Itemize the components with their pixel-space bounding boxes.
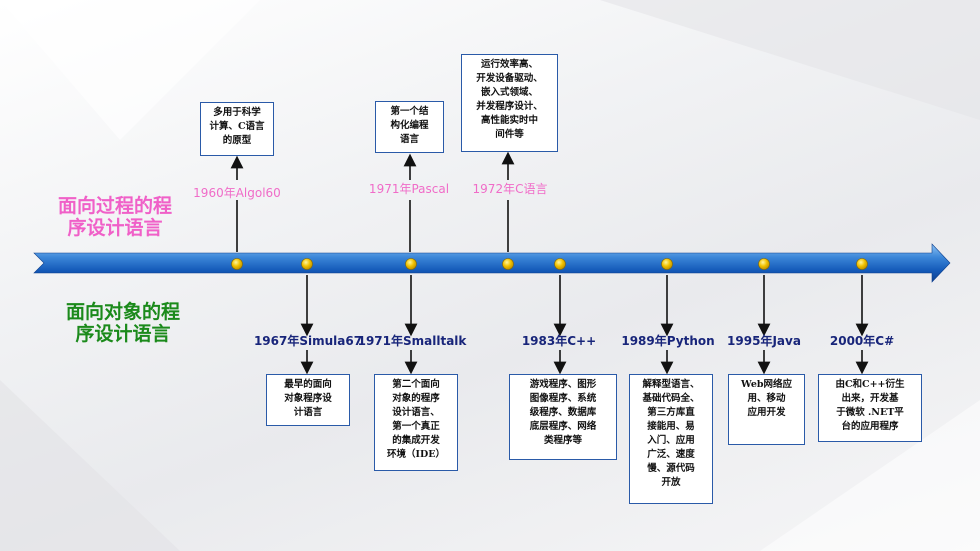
- timeline-dot: [502, 258, 514, 270]
- event-label-smalltalk: 1971年Smalltalk: [357, 334, 467, 348]
- object-oriented-category-label: 面向对象的程序设计语言: [65, 301, 180, 345]
- procedural-category-label: 面向过程的程序设计语言: [57, 195, 172, 239]
- event-label-python: 1989年Python: [621, 334, 715, 348]
- event-label-csharp: 2000年C#: [829, 334, 895, 348]
- event-label-cpp: 1983年C++: [521, 334, 597, 348]
- timeline-axis: [33, 243, 951, 283]
- timeline-dot: [405, 258, 417, 270]
- timeline-dot: [661, 258, 673, 270]
- event-label-simula67: 1967年Simula67: [253, 334, 363, 348]
- event-label-c: 1972年C语言: [472, 182, 548, 196]
- event-desc-c: 运行效率高、 开发设备驱动、 嵌入式领域、 并发程序设计、 高性能实时中 间件等: [461, 54, 558, 152]
- timeline-dot: [231, 258, 243, 270]
- timeline-dot: [301, 258, 313, 270]
- event-desc-java: Web网络应 用、移动 应用开发: [728, 374, 805, 445]
- event-desc-algol60: 多用于科学 计算、C语言 的原型: [200, 102, 274, 156]
- event-label-java: 1995年Java: [727, 334, 801, 348]
- event-label-pascal: 1971年Pascal: [368, 182, 450, 196]
- event-desc-simula67: 最早的面向 对象程序设 计语言: [266, 374, 350, 426]
- event-desc-cpp: 游戏程序、图形 图像程序、系统 级程序、数据库 底层程序、网络 类程序等: [509, 374, 617, 460]
- timeline-dot: [758, 258, 770, 270]
- event-desc-pascal: 第一个结 构化编程 语言: [375, 101, 444, 153]
- connector-arrows: [230, 151, 869, 375]
- timeline-dot: [554, 258, 566, 270]
- timeline-dots: [231, 258, 868, 270]
- event-label-algol60: 1960年Algol60: [193, 186, 281, 200]
- event-desc-csharp: 由C和C++衍生 出来，开发基 于微软 .NET平 台的应用程序: [818, 374, 922, 442]
- event-desc-smalltalk: 第二个面向 对象的程序 设计语言、 第一个真正 的集成开发 环境（IDE）: [374, 374, 458, 471]
- event-desc-python: 解释型语言、 基础代码全、 第三方库直 接能用、易 入门、应用 广泛、速度 慢、…: [629, 374, 713, 504]
- timeline-dot: [856, 258, 868, 270]
